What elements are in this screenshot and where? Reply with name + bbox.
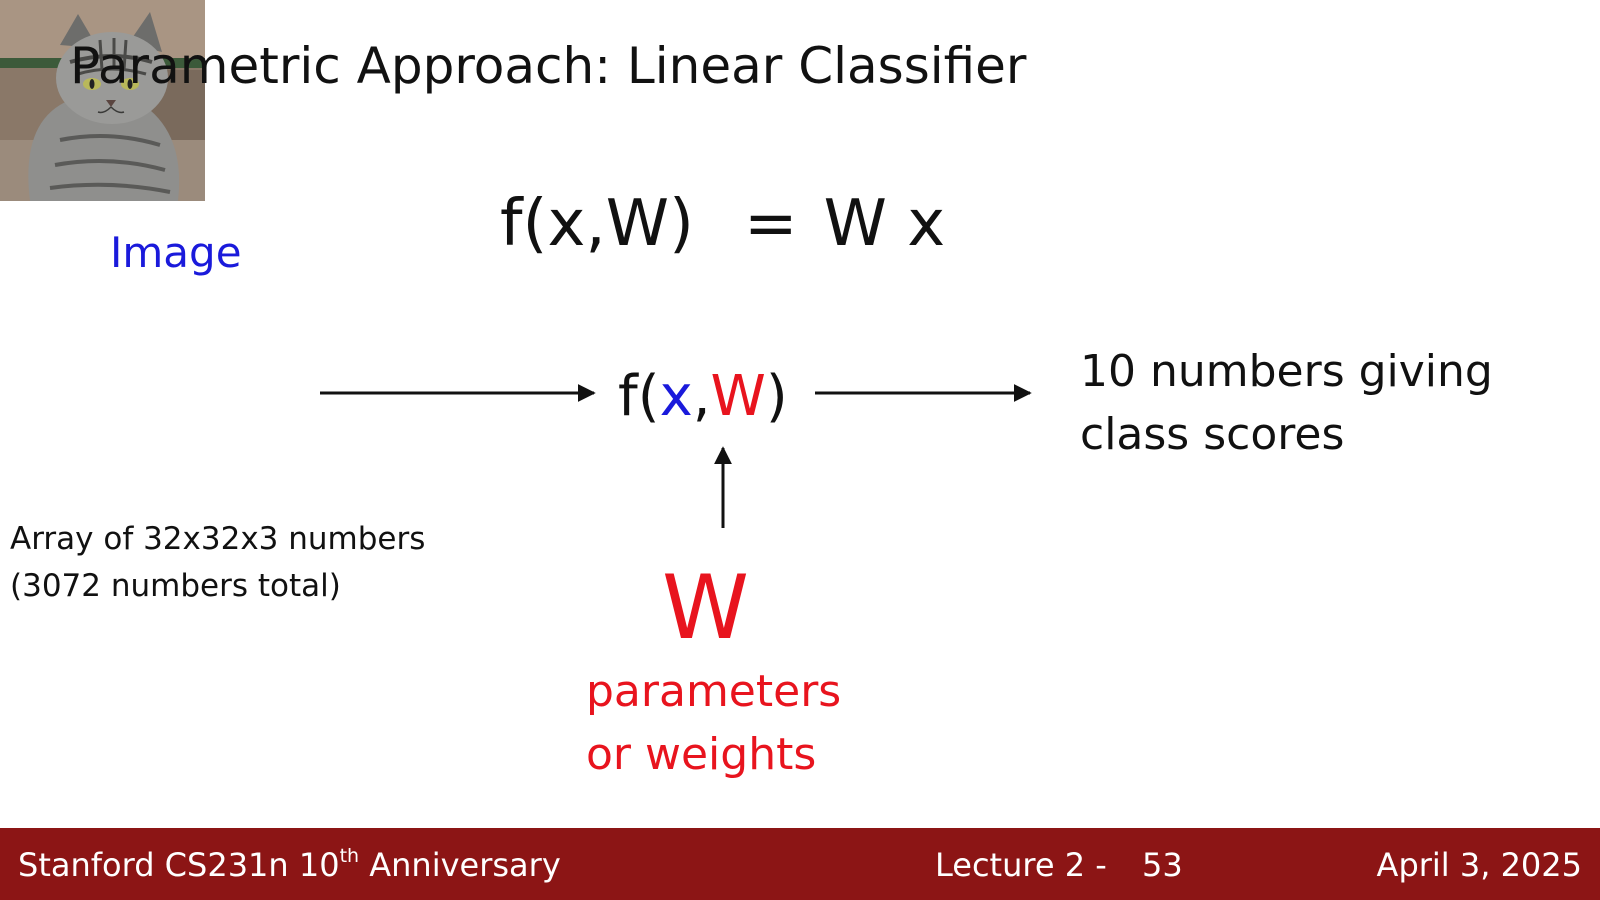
- footer-bar: Stanford CS231n 10th Anniversary Lecture…: [0, 828, 1600, 900]
- output-text-line-2: class scores: [1080, 409, 1345, 460]
- array-caption-line-1: Array of 32x32x3 numbers: [10, 521, 426, 557]
- weights-label-line-1: parameters: [586, 666, 842, 717]
- course-name-sup: th: [339, 845, 360, 867]
- function-suffix: ): [765, 364, 788, 429]
- formula-equals: =: [743, 187, 798, 261]
- output-text: 10 numbers giving class scores: [1080, 340, 1493, 466]
- function-expression: f(x,W): [618, 362, 788, 432]
- course-name-main: Stanford CS231n 10: [18, 846, 340, 884]
- course-name-rest: Anniversary: [359, 846, 561, 884]
- formula-lhs: f(x,W): [500, 187, 694, 261]
- array-caption: Array of 32x32x3 numbers (3072 numbers t…: [10, 516, 425, 610]
- function-comma: ,: [692, 364, 711, 429]
- output-text-line-1: 10 numbers giving: [1080, 346, 1493, 397]
- course-name: Stanford CS231n 10th Anniversary: [18, 846, 561, 884]
- lecture-label: Lecture 2 -: [935, 846, 1107, 884]
- array-caption-line-2: (3072 numbers total): [10, 568, 341, 604]
- weights-label: parameters or weights: [586, 660, 841, 786]
- lecture-date: April 3, 2025: [1376, 846, 1582, 884]
- page-number: 53: [1142, 846, 1183, 884]
- image-label: Image: [110, 228, 242, 277]
- formula: f(x,W) = W x: [500, 184, 945, 264]
- weights-label-line-2: or weights: [586, 729, 817, 780]
- cat-photo-icon: [0, 0, 205, 201]
- formula-rhs: W x: [823, 187, 946, 261]
- weights-symbol: W: [662, 556, 750, 659]
- function-prefix: f(: [618, 364, 660, 429]
- function-w: W: [710, 364, 766, 429]
- function-x: x: [659, 364, 693, 429]
- slide-title: Parametric Approach: Linear Classifier: [70, 37, 1027, 95]
